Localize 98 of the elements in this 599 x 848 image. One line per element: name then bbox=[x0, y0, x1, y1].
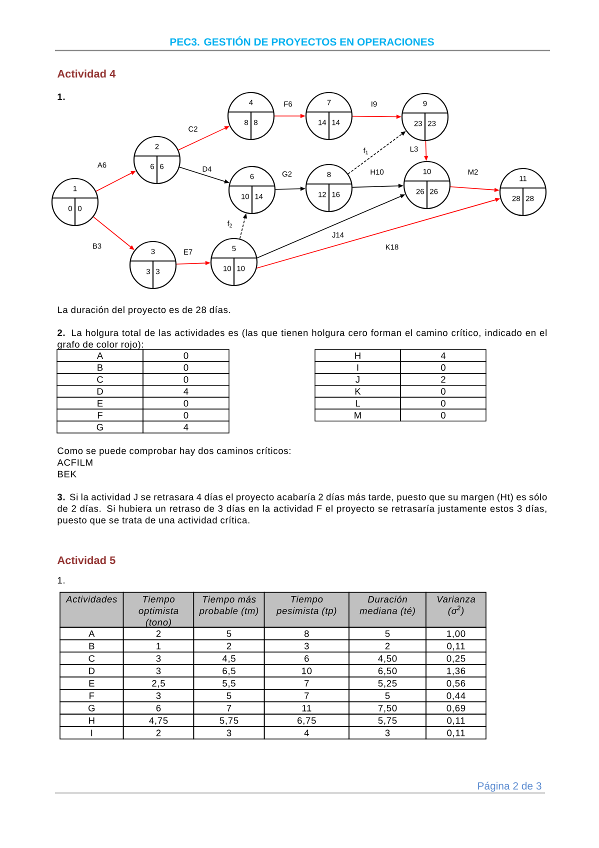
table-cell: 4 bbox=[264, 726, 350, 740]
table-cell: J bbox=[314, 373, 401, 386]
table-cell: D bbox=[56, 384, 144, 398]
page-number: Página 2 de 3 bbox=[478, 782, 542, 792]
paragraph: 2. La holgura total de las actividades es (las que tienen holgura cero forman el camino crítico, indicado en el grafo de color rojo): bbox=[58, 329, 546, 350]
table-cell: 7 bbox=[193, 701, 265, 715]
table-cell: 7 bbox=[264, 676, 350, 690]
table-cell: 5 bbox=[348, 688, 426, 702]
header-cell: Tiempo pesimista (tp) bbox=[264, 592, 350, 628]
table-cell: 4,5 bbox=[193, 652, 265, 665]
text-line: Como se puede comprobar hay dos caminos críticos: bbox=[58, 447, 290, 456]
table-cell: 0 bbox=[400, 361, 486, 374]
table-cell: 1 bbox=[122, 639, 194, 653]
table-cell: 3 bbox=[122, 688, 194, 702]
table-cell: 4 bbox=[400, 349, 486, 362]
text-line: ACFILM bbox=[57, 459, 92, 466]
section-heading: Actividad 4 bbox=[57, 70, 116, 78]
table-cell: 0,11 bbox=[426, 639, 486, 653]
table-cell: A bbox=[56, 349, 144, 362]
header-cell: Varianza (σ$^{2}$) bbox=[426, 592, 486, 628]
table-cell: K bbox=[314, 384, 401, 398]
table-cell: 4 bbox=[142, 420, 230, 434]
text-line: La duración del proyecto es de 28 días. bbox=[58, 306, 230, 315]
table-cell: C bbox=[60, 652, 124, 665]
table-cell: 0 bbox=[142, 361, 230, 374]
table-cell: 3 bbox=[122, 652, 194, 665]
table-cell: 0,44 bbox=[426, 688, 486, 702]
table-cell: C bbox=[56, 373, 144, 386]
table-cell: B bbox=[56, 361, 144, 374]
table-cell: 0,11 bbox=[426, 714, 486, 727]
table-cell: 2 bbox=[348, 639, 426, 653]
table-cell: 0,25 bbox=[426, 652, 486, 665]
table-cell: 3 bbox=[348, 726, 426, 740]
table-cell: B bbox=[60, 639, 124, 653]
table-cell: F bbox=[56, 408, 144, 422]
table-cell: L bbox=[314, 396, 401, 410]
table-cell: 0 bbox=[400, 396, 486, 410]
header-cell: Actividades bbox=[60, 592, 124, 628]
table-cell: 6,75 bbox=[264, 714, 350, 727]
table-cell: F bbox=[60, 688, 124, 702]
header-cell: Tiempo optimista (tono) bbox=[122, 592, 194, 628]
table-cell: 0 bbox=[142, 349, 230, 362]
table-cell: 4,50 bbox=[348, 652, 426, 665]
table-cell: 0 bbox=[142, 373, 230, 386]
header-cell: Duración mediana (té) bbox=[348, 592, 426, 628]
table-cell: 6,50 bbox=[348, 664, 426, 678]
table-cell: 5,25 bbox=[348, 676, 426, 690]
table-cell: 3 bbox=[193, 726, 265, 740]
table-cell: 5 bbox=[193, 626, 265, 640]
table-cell: H bbox=[314, 349, 401, 362]
table-cell: 0 bbox=[400, 408, 486, 422]
table-cell: 2 bbox=[193, 639, 265, 653]
table-cell: 11 bbox=[264, 701, 350, 715]
text-line: 1. bbox=[58, 577, 64, 584]
table-cell: 6 bbox=[264, 652, 350, 665]
table-cell: 2 bbox=[400, 373, 486, 386]
table-cell: 5,75 bbox=[193, 714, 265, 727]
table-cell: 7 bbox=[264, 688, 350, 702]
table-cell: 8 bbox=[264, 626, 350, 640]
table-cell: 2 bbox=[122, 626, 194, 640]
table-cell: 4,75 bbox=[122, 714, 194, 727]
header-cell: Tiempo más probable (tm) bbox=[193, 592, 265, 628]
table-cell: E bbox=[60, 676, 124, 690]
table-cell: 5,75 bbox=[348, 714, 426, 727]
table-cell: G bbox=[60, 701, 124, 715]
table-cell: 1,36 bbox=[426, 664, 486, 678]
table-cell: 7,50 bbox=[348, 701, 426, 715]
table-cell: D bbox=[60, 664, 124, 678]
text-line: BEK bbox=[58, 470, 76, 478]
section-heading: Actividad 5 bbox=[57, 556, 116, 564]
table-cell: 10 bbox=[264, 664, 350, 678]
table-cell: 0,56 bbox=[426, 676, 486, 690]
paragraph: 3. Si la actividad J se retrasara 4 días el proyecto acabaría 2 días más tarde, puesto que su margen (Ht) es sólo de 2 días. Si hubiera un retraso de 3 días en la actividad F el proyecto se retrasaría justamente estos 3 días, puesto que se trata de una actividad crítica. bbox=[57, 493, 547, 526]
table-cell: H bbox=[60, 714, 124, 727]
table-cell: 5 bbox=[348, 626, 426, 640]
table-cell: 6,5 bbox=[193, 664, 265, 678]
table-cell: 4 bbox=[142, 384, 230, 398]
table-cell: 6 bbox=[122, 701, 194, 715]
table-cell: A bbox=[60, 626, 124, 640]
table-cell: 5 bbox=[193, 688, 265, 702]
table-cell: 3 bbox=[122, 664, 194, 678]
table-cell: 0 bbox=[142, 396, 230, 410]
table-cell: 2,5 bbox=[122, 676, 194, 690]
table-cell: 3 bbox=[264, 639, 350, 653]
table-cell: 0,69 bbox=[426, 701, 486, 715]
table-cell: M bbox=[314, 408, 401, 422]
table-cell: 0 bbox=[400, 384, 486, 398]
table-cell: E bbox=[56, 396, 144, 410]
table-cell: 0,11 bbox=[426, 726, 486, 740]
table-cell: 0 bbox=[142, 408, 230, 422]
table-cell: 5,5 bbox=[193, 676, 265, 690]
page-header: PEC3. GESTIÓN DE PROYECTOS EN OPERACIONES bbox=[170, 36, 434, 46]
table-cell: G bbox=[56, 420, 144, 434]
item-number: 1. bbox=[58, 94, 65, 100]
table-cell: 1,00 bbox=[426, 626, 486, 640]
table-cell: I bbox=[314, 361, 401, 374]
table-cell: I bbox=[60, 726, 124, 740]
table-cell: 2 bbox=[122, 726, 194, 740]
